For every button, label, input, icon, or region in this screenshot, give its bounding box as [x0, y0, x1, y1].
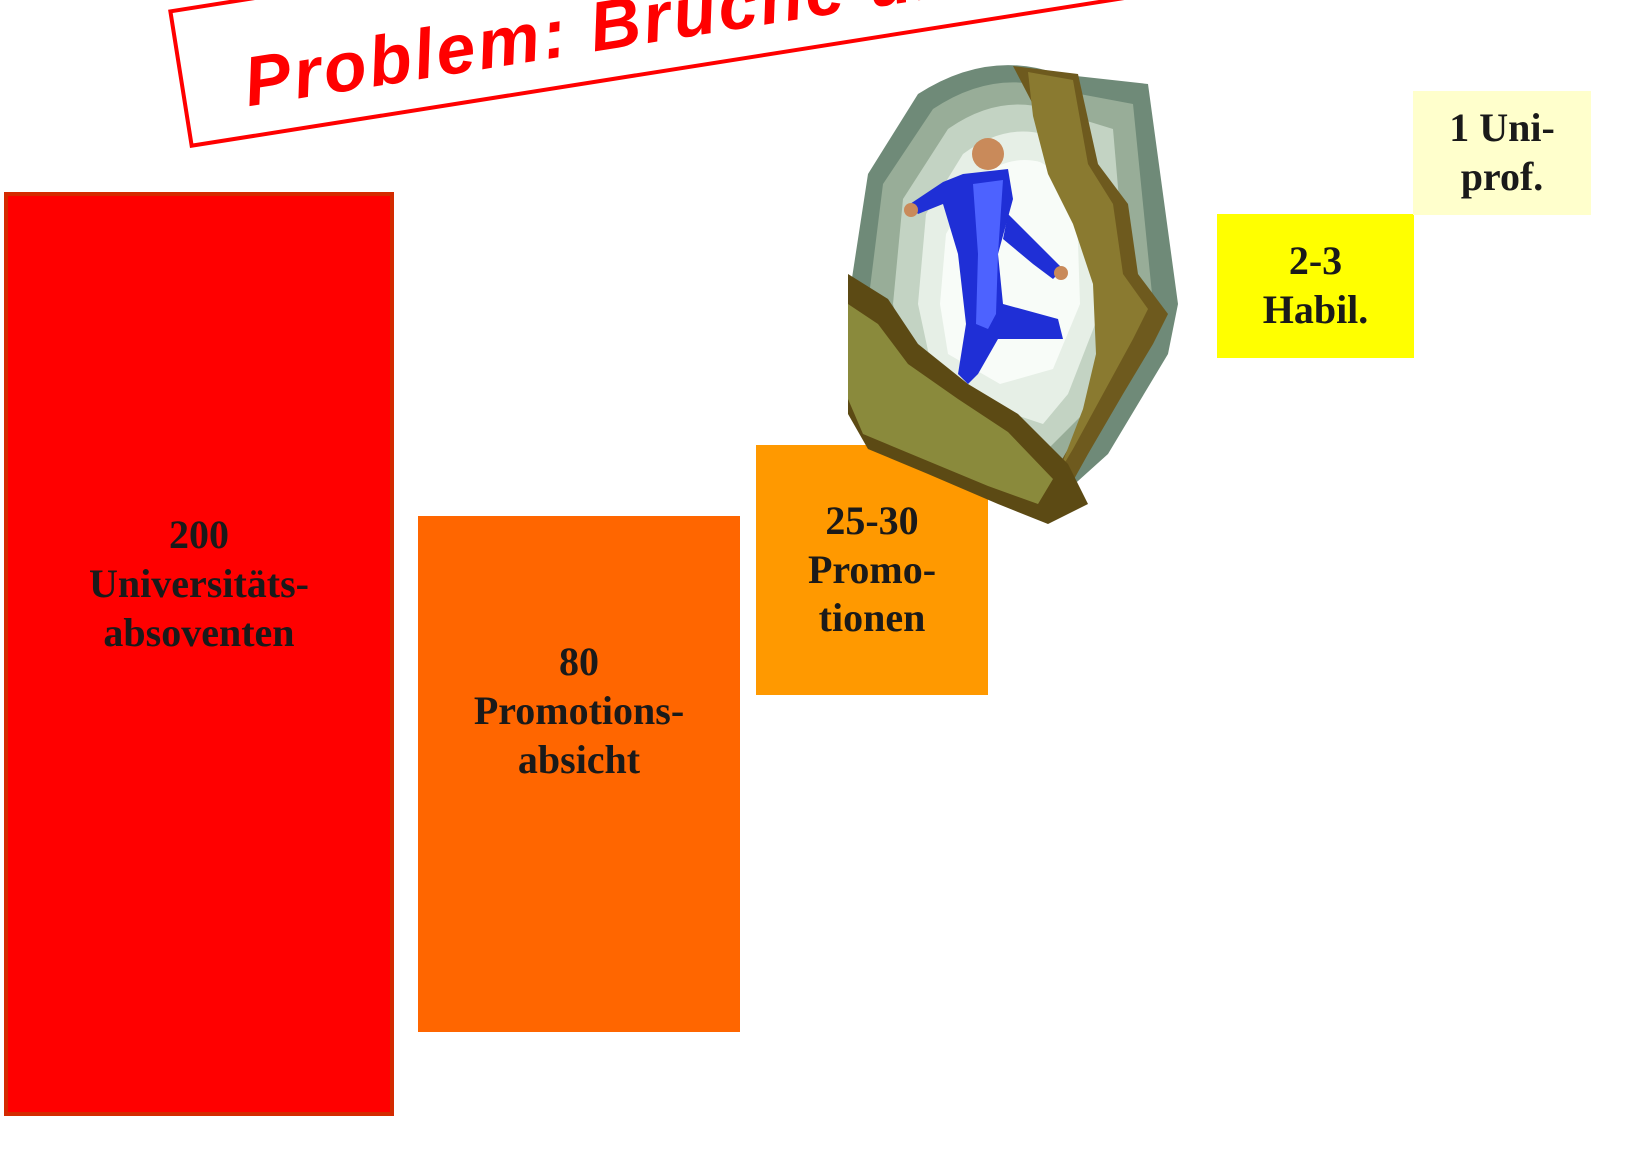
step-doctorate-intent: 80 Promotions- absicht [418, 516, 740, 1032]
step-university-graduates: 200 Universitäts- absoventen [4, 192, 394, 1116]
step-label: Habil. [1262, 287, 1369, 332]
step-label: Promotions- [473, 687, 685, 733]
climber-figure [904, 138, 1068, 384]
step-label: tionen [818, 595, 926, 641]
step-label: Promo- [807, 546, 937, 592]
step-number: 80 [559, 639, 599, 684]
step-number: 25-30 [825, 497, 919, 543]
step-habilitation: 2-3 Habil. [1217, 214, 1414, 358]
step-university-professor: 1 Uni- prof. [1413, 91, 1591, 215]
step-number: 2-3 [1288, 238, 1343, 284]
step-doctorates: 25-30 Promo- tionen [756, 445, 988, 695]
step-label: absoventen [103, 609, 295, 655]
step-label: absicht [517, 736, 641, 782]
step-number: 1 Uni- [1449, 105, 1555, 151]
step-label: prof. [1460, 154, 1544, 199]
climber-illustration [848, 65, 1178, 524]
step-label: Universitäts- [89, 560, 309, 606]
step-number: 200 [169, 512, 229, 557]
